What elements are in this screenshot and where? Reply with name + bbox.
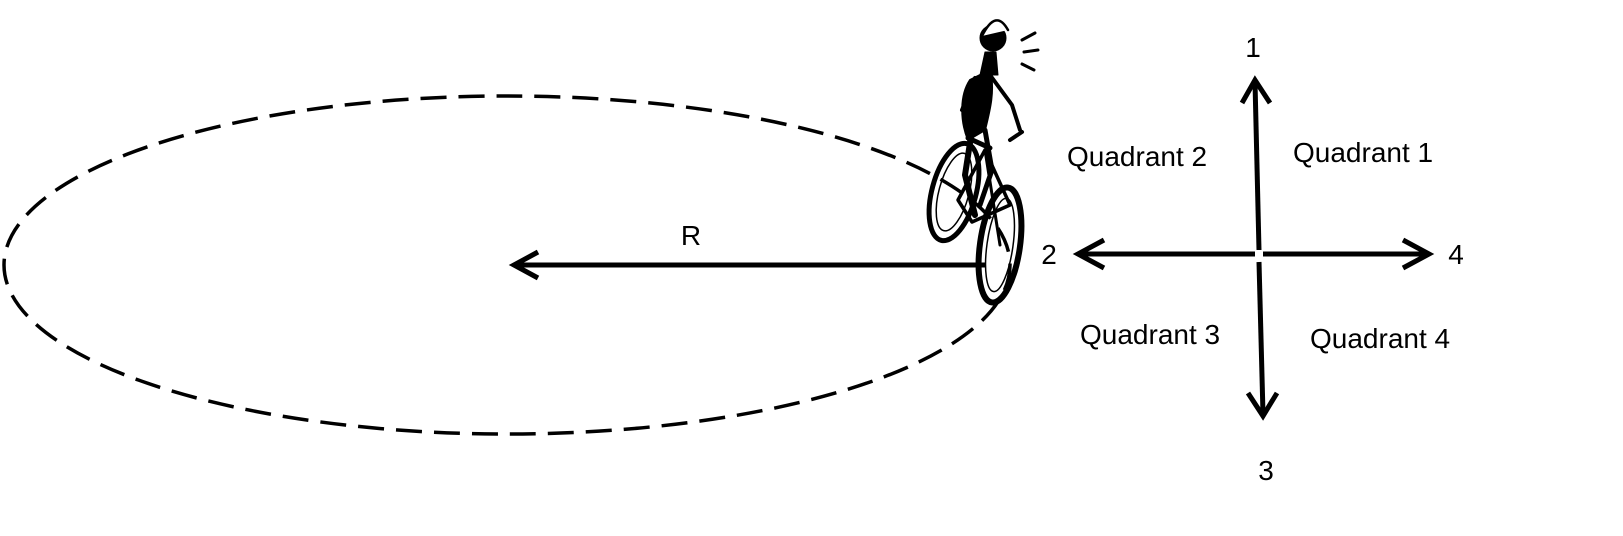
radius-arrow: [508, 249, 985, 281]
quadrant-3-label: Quadrant 3: [1080, 319, 1220, 350]
radius-label: R: [681, 220, 701, 251]
axis-up-arrow: [1252, 81, 1262, 251]
quadrant-1-label: Quadrant 1: [1293, 137, 1433, 168]
quadrant-4-label: Quadrant 4: [1310, 323, 1450, 354]
cyclist-icon: [926, 19, 1040, 306]
direction-label-up: 1: [1245, 32, 1261, 63]
direction-label-down: 3: [1258, 455, 1274, 486]
direction-label-right: 4: [1448, 239, 1464, 270]
direction-axes: [1072, 75, 1435, 421]
axis-down-arrow: [1256, 261, 1266, 415]
direction-label-left: 2: [1041, 239, 1057, 270]
quadrant-2-label: Quadrant 2: [1067, 141, 1207, 172]
